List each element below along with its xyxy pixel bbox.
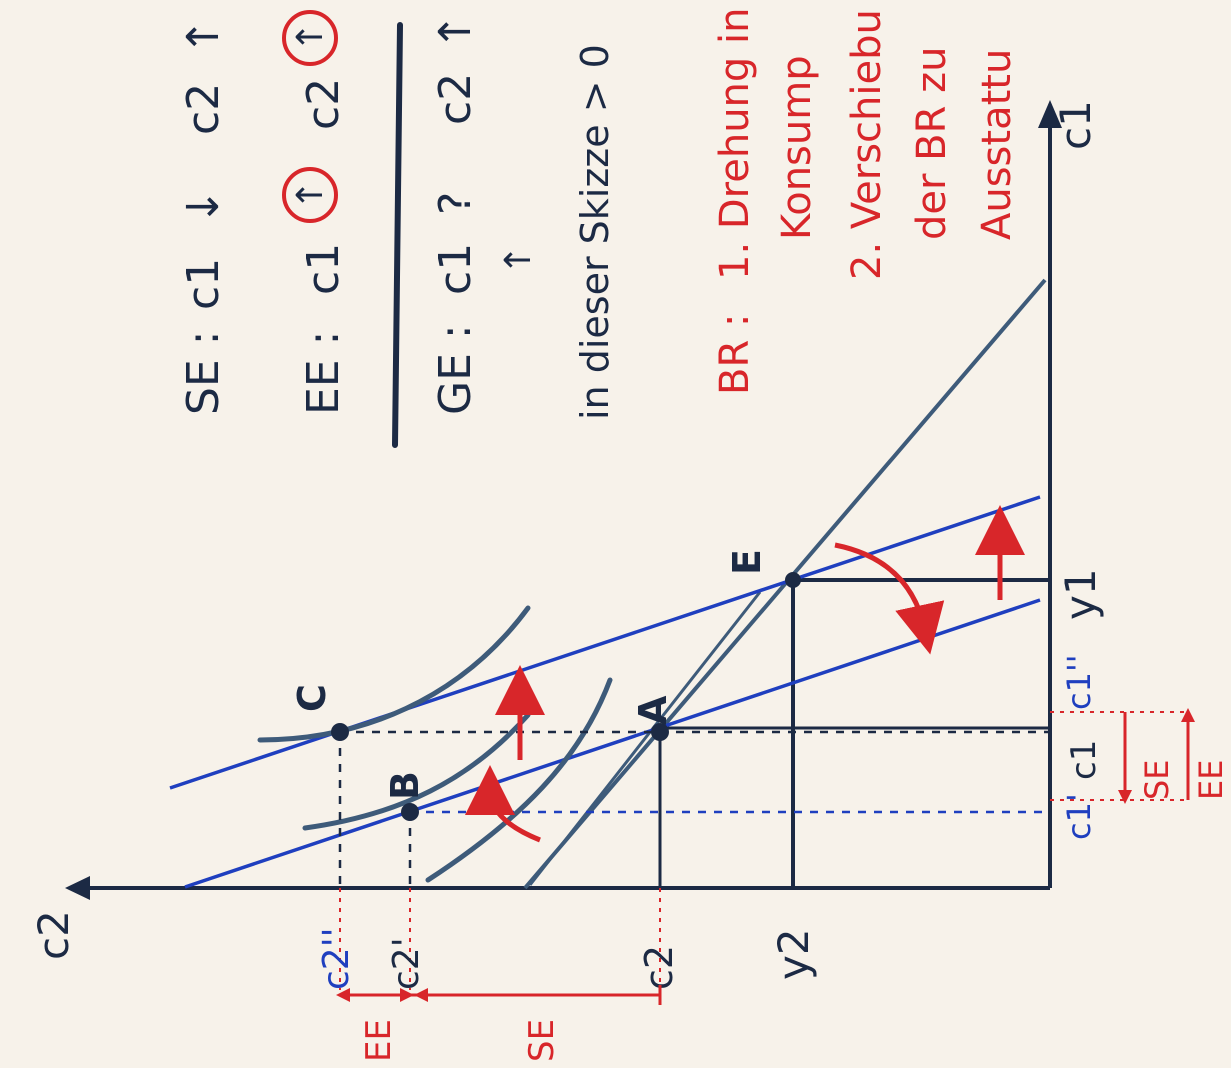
c1-prime-label: c1' (1060, 793, 1098, 840)
c2-label: c2 (637, 945, 681, 990)
point-A-dot (651, 723, 669, 741)
point-C-dot (331, 723, 349, 741)
ee-c1-circle (282, 167, 338, 223)
y1-label: y1 (1056, 568, 1105, 620)
ee-note-c1-dir: ↑ (290, 180, 331, 210)
se-bracket-arrow-icon (1118, 790, 1132, 804)
indifference-curve-B (302, 712, 531, 831)
rotate-arrow-1 (465, 765, 541, 843)
sketch-note: in dieser Skizze > 0 (573, 44, 617, 420)
point-E-label: E (725, 549, 769, 575)
ee-bracket-label: EE (359, 1019, 399, 1062)
se-note-c2-dir: ↑ (178, 18, 229, 55)
br-line3: 2. Verschiebu (844, 9, 890, 280)
old-budget-line-overlay (528, 591, 762, 886)
se-note-c1: c1 (178, 258, 229, 310)
br-line2: Konsump (774, 55, 820, 240)
ge-note-c1-dir: ? (430, 192, 481, 215)
se-note-label: SE : (178, 330, 229, 415)
c1-label: c1 (1064, 740, 1104, 780)
ee-bracket-arrow-icon (1181, 708, 1195, 722)
c2-axis-arrow-icon (65, 876, 90, 900)
c2-axis-label: c2 (29, 910, 78, 960)
ge-note-arrow: ↑ (498, 245, 539, 275)
se-note-c1-dir: ↓ (178, 188, 229, 225)
ee-note-c2: c2 (298, 78, 349, 130)
point-C-label: C (290, 684, 334, 712)
bracket-arrow-mid-icon (400, 988, 414, 1002)
y2-label: y2 (769, 928, 818, 980)
br-line5: Ausstattu (974, 49, 1020, 240)
ge-note-c1: c1 (430, 243, 481, 295)
ee-bracket-label-right: EE (1192, 760, 1230, 800)
ee-note-c1: c1 (298, 243, 349, 295)
rotate-arrow-2 (834, 542, 945, 655)
bracket-arrow-mid2-icon (414, 988, 428, 1002)
se-note-c2: c2 (178, 83, 229, 135)
shifted-budget-line (169, 495, 1041, 790)
bracket-arrow-left-icon (336, 988, 350, 1002)
se-bracket-label-right: SE (1138, 759, 1176, 800)
point-B-label: B (383, 771, 427, 800)
point-B-dot (401, 803, 419, 821)
br-line1: 1. Drehung in (712, 8, 758, 280)
c2-double-prime-label: c2'' (316, 928, 357, 991)
c2-prime-label: c2' (386, 937, 427, 990)
indifference-curve-C (257, 605, 531, 743)
ee-note-c2-dir: ↑ (290, 22, 331, 52)
sum-divider-line (392, 22, 403, 448)
c1-axis-label: c1 (1051, 100, 1100, 150)
c1-double-prime-label: c1'' (1060, 654, 1098, 710)
ge-note-c2: c2 (430, 73, 481, 125)
point-A-label: A (631, 695, 675, 725)
ge-note-c2-dir: ↑ (430, 13, 481, 50)
indifference-curve-A (425, 677, 613, 883)
ge-note-label: GE : (430, 324, 481, 415)
br-line4: der BR zu (909, 47, 955, 240)
ee-note-label: EE : (298, 331, 349, 415)
point-E-dot (785, 572, 801, 588)
ee-c2-circle (282, 10, 338, 66)
c1-axis-arrow-icon (1038, 100, 1062, 128)
br-label: BR : (712, 314, 758, 395)
se-bracket-label: SE (522, 1019, 562, 1062)
rotated-budget-line (184, 598, 1041, 889)
